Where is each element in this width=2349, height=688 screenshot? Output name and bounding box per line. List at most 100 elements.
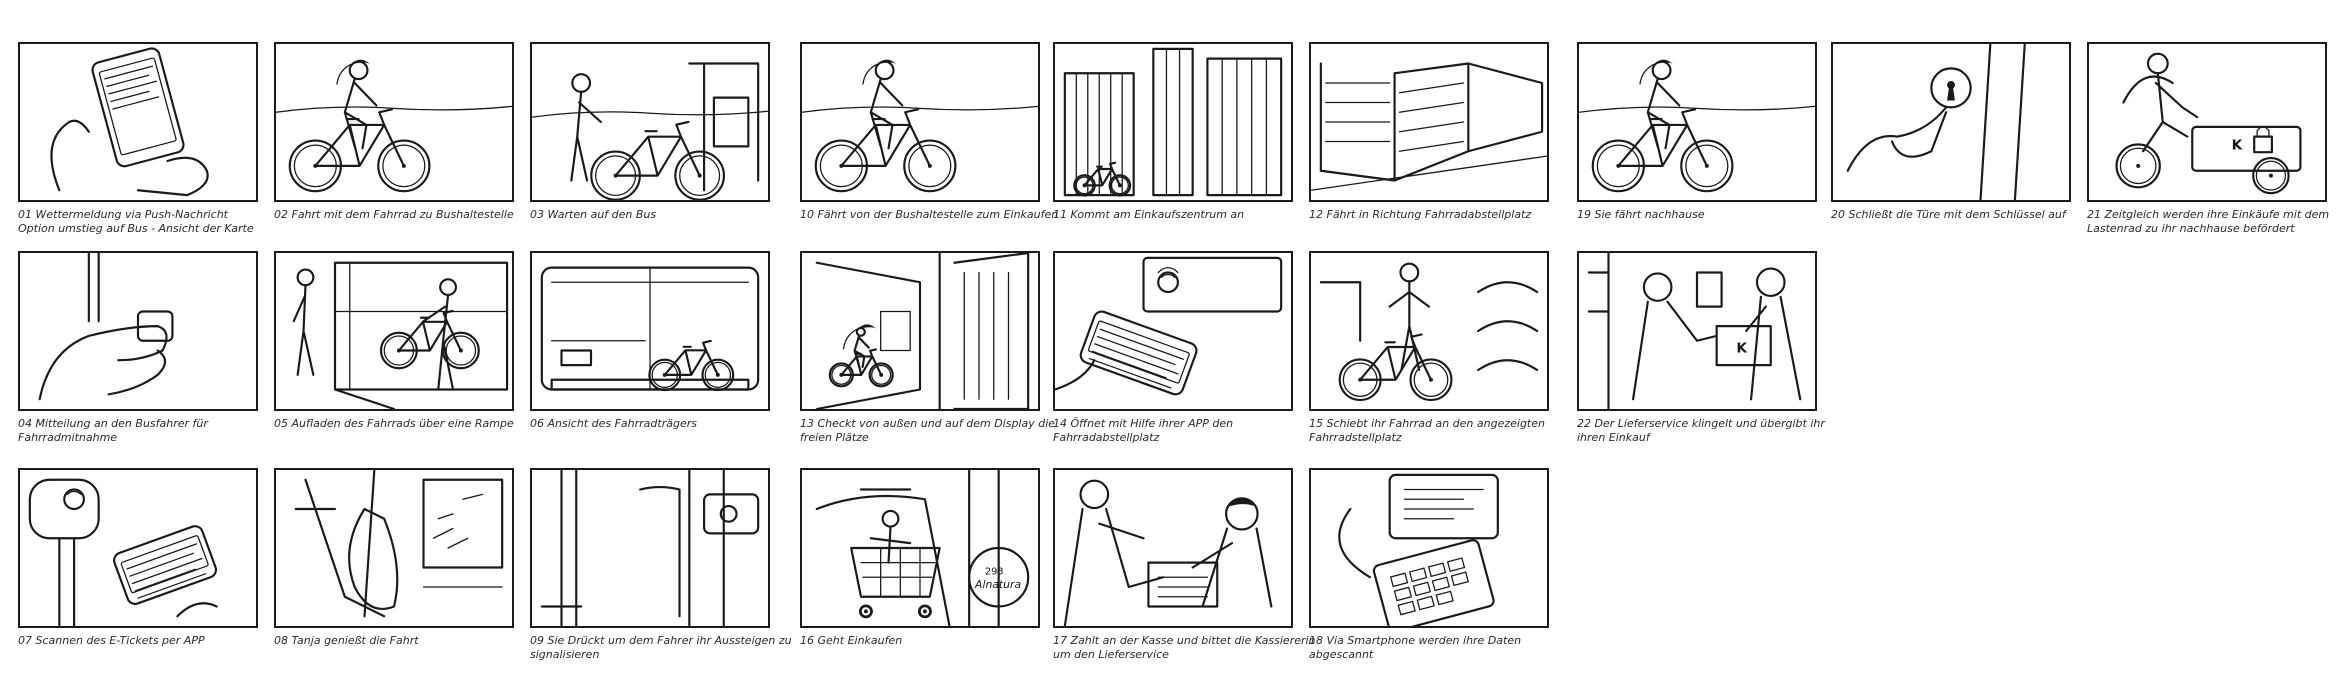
storyboard-panel-09: 09 Sie Drückt um dem Fahrer ihr Aussteig…: [530, 468, 792, 672]
caption-line: 05 Aufladen des Fahrrads über eine Rampe: [274, 417, 514, 430]
caption-line: 08 Tanja genießt die Fahrt: [274, 634, 419, 647]
shopping-cart-sketch: 293 Alnatura: [800, 468, 1040, 628]
storyboard-panel-13: 13 Checkt von außen und auf dem Display …: [800, 251, 1055, 455]
phone-scan-sketch: [18, 468, 258, 628]
storyboard-panel-07: 07 Scannen des E-Tickets per APP: [18, 468, 258, 672]
store-sign: Alnatura: [974, 578, 1021, 591]
storyboard-panel-08: 08 Tanja genießt die Fahrt: [274, 468, 514, 672]
caption-line: 01 Wettermeldung via Push-Nachricht: [18, 208, 228, 221]
panel-caption: 12 Fährt in Richtung Fahrradabstellplatz: [1309, 208, 1531, 222]
panel-caption: 21 Zeitgleich werden ihre Einkäufe mit d…: [2087, 208, 2329, 236]
panel-caption: 22 Der Lieferservice klingelt und übergi…: [1577, 417, 1825, 445]
caption-line: ihren Einkauf: [1577, 431, 1650, 444]
caption-line: 06 Ansicht des Fahrradträgers: [530, 417, 697, 430]
buildings-sketch: [1053, 42, 1293, 202]
caption-line: Lastenrad zu ihr nachhause befördert: [2087, 222, 2295, 235]
phone-on-terminal-sketch: [1309, 468, 1549, 628]
person-with-bike-at-stop-sketch: [530, 42, 770, 202]
caption-line: 22 Der Lieferservice klingelt und übergi…: [1577, 417, 1825, 430]
caption-line: 13 Checkt von außen und auf dem Display …: [800, 417, 1056, 430]
panel-caption: 03 Warten auf den Bus: [530, 208, 656, 222]
panel-caption: 16 Geht Einkaufen: [800, 634, 902, 648]
caption-line: 14 Öffnet mit Hilfe ihrer APP den: [1053, 417, 1234, 430]
caption-line: 03 Warten auf den Bus: [530, 208, 657, 221]
caption-line: um den Lieferservice: [1053, 648, 1169, 661]
panel-caption: 08 Tanja genießt die Fahrt: [274, 634, 419, 648]
panel-caption: 20 Schließt die Türe mit dem Schlüssel a…: [1831, 208, 2066, 222]
phone-in-hand-sketch: [18, 42, 258, 202]
storyboard-panel-06: 06 Ansicht des Fahrradträgers: [530, 251, 770, 455]
hand-pressing-button-sketch: [18, 251, 258, 411]
storyboard-panel-11: 11 Kommt am Einkaufszentrum an: [1053, 42, 1293, 246]
caption-line: 19 Sie fährt nachhause: [1577, 208, 1705, 221]
checkout-sketch: [1053, 468, 1293, 628]
storyboard-panel-22: K 22 Der Lieferservice klingelt und über…: [1577, 251, 1825, 455]
caption-line: 04 Mitteilung an den Busfahrer für: [18, 417, 208, 430]
storyboard-panel-15: 15 Schiebt ihr Fahrrad an den angezeigte…: [1309, 251, 1549, 455]
caption-line: 11 Kommt am Einkaufszentrum an: [1053, 208, 1245, 221]
caption-line: Fahrradabstellplatz: [1053, 431, 1160, 444]
storyboard-panel-19: 19 Sie fährt nachhause: [1577, 42, 1817, 246]
phone-nfc-sketch: [1053, 251, 1293, 411]
caption-line: Option umstieg auf Bus - Ansicht der Kar…: [18, 222, 254, 235]
cargo-letter: K: [2232, 137, 2244, 153]
cargo-bike-sketch: K: [2087, 42, 2327, 202]
cyclist-sketch: [800, 42, 1040, 202]
bus-interior-sketch: [274, 468, 514, 628]
caption-line: freien Plätze: [800, 431, 869, 444]
storyboard-panel-05: 05 Aufladen des Fahrrads über eine Rampe: [274, 251, 514, 455]
bus-bike-rack-sketch: [530, 251, 770, 411]
storyboard-panel-12: 12 Fährt in Richtung Fahrradabstellplatz: [1309, 42, 1549, 246]
caption-line: 12 Fährt in Richtung Fahrradabstellplatz: [1309, 208, 1532, 221]
panel-caption: 17 Zahlt an der Kasse und bittet die Kas…: [1053, 634, 1316, 662]
caption-line: Fahrradmitnahme: [18, 431, 118, 444]
caption-line: 09 Sie Drückt um dem Fahrer ihr Aussteig…: [530, 634, 792, 647]
panel-caption: 13 Checkt von außen und auf dem Display …: [800, 417, 1055, 445]
delivery-handover-sketch: K: [1577, 251, 1817, 411]
pushing-bike-sketch: [1309, 251, 1549, 411]
store-sign-number: 293: [985, 566, 1004, 577]
caption-line: abgescannt: [1309, 648, 1374, 661]
storyboard-panel-16: 293 Alnatura 16 Geht Einkaufen: [800, 468, 1040, 672]
panel-caption: 07 Scannen des E-Tickets per APP: [18, 634, 205, 648]
loading-bike-bus-sketch: [274, 251, 514, 411]
panel-caption: 11 Kommt am Einkaufszentrum an: [1053, 208, 1244, 222]
panel-caption: 06 Ansicht des Fahrradträgers: [530, 417, 697, 431]
panel-caption: 09 Sie Drückt um dem Fahrer ihr Aussteig…: [530, 634, 792, 662]
storyboard-panel-03: 03 Warten auf den Bus: [530, 42, 770, 246]
panel-caption: 05 Aufladen des Fahrrads über eine Rampe: [274, 417, 514, 431]
caption-line: 02 Fahrt mit dem Fahrrad zu Bushaltestel…: [274, 208, 514, 221]
storyboard-panel-10: 10 Fährt von der Bushaltestelle zum Eink…: [800, 42, 1058, 246]
storyboard-panel-21: K 21 Zeitgleich werden ihre Einkäufe mit…: [2087, 42, 2329, 246]
caption-line: Fahrradstellplatz: [1309, 431, 1402, 444]
storyboard-panel-02: 02 Fahrt mit dem Fahrrad zu Bushaltestel…: [274, 42, 514, 246]
caption-line: 18 Via Smartphone werden ihre Daten: [1309, 634, 1522, 647]
bike-parking-check-sketch: [800, 251, 1040, 411]
key-in-lock-sketch: [1831, 42, 2071, 202]
storyboard-panel-20: 20 Schließt die Türe mit dem Schlüssel a…: [1831, 42, 2071, 246]
package-letter: K: [1736, 341, 1748, 357]
caption-line: 21 Zeitgleich werden ihre Einkäufe mit d…: [2087, 208, 2330, 221]
panel-caption: 19 Sie fährt nachhause: [1577, 208, 1705, 222]
cyclist-sketch: [274, 42, 514, 202]
caption-line: 15 Schiebt ihr Fahrrad an den angezeigte…: [1309, 417, 1545, 430]
cyclist-sketch: [1577, 42, 1817, 202]
caption-line: 07 Scannen des E-Tickets per APP: [18, 634, 205, 647]
caption-line: 20 Schließt die Türe mit dem Schlüssel a…: [1831, 208, 2066, 221]
caption-line: 17 Zahlt an der Kasse und bittet die Kas…: [1053, 634, 1316, 647]
storyboard-panel-17: 17 Zahlt an der Kasse und bittet die Kas…: [1053, 468, 1316, 672]
caption-line: 10 Fährt von der Bushaltestelle zum Eink…: [800, 208, 1059, 221]
panel-caption: 15 Schiebt ihr Fahrrad an den angezeigte…: [1309, 417, 1545, 445]
panel-caption: 02 Fahrt mit dem Fahrrad zu Bushaltestel…: [274, 208, 514, 222]
caption-line: signalisieren: [530, 648, 600, 661]
caption-line: 16 Geht Einkaufen: [800, 634, 903, 647]
panel-caption: 10 Fährt von der Bushaltestelle zum Eink…: [800, 208, 1058, 222]
